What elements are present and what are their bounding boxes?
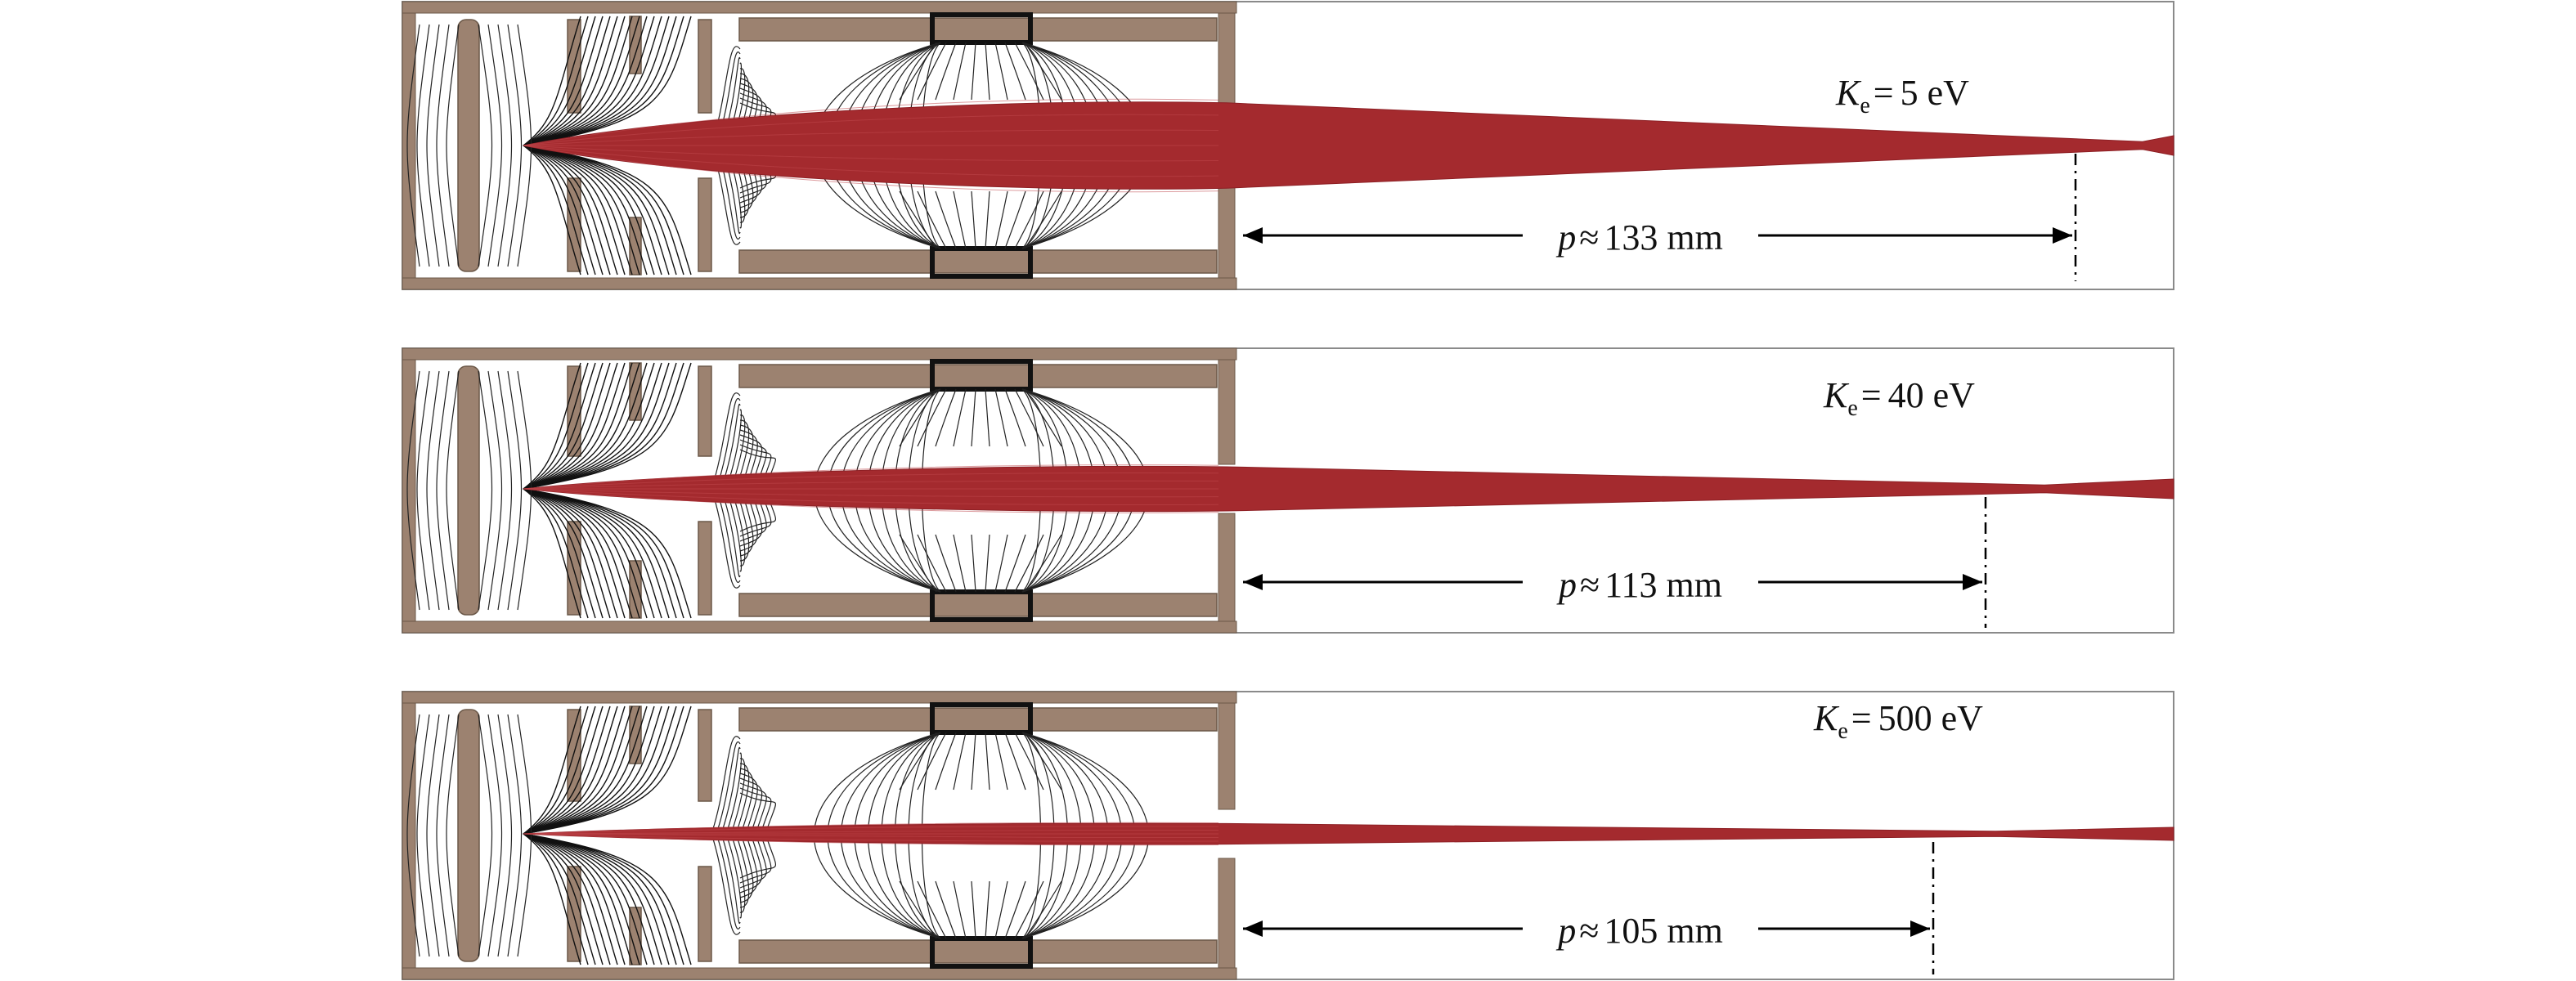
energy-value: 5 eV (1901, 73, 1970, 113)
electron-beam (523, 464, 2174, 513)
panel-1: p≈133 mm Ke=5 eV (402, 1, 2174, 290)
arrowhead-right (1963, 574, 1982, 590)
focal-distance-symbol: p (1555, 911, 1576, 951)
focal-distance-value: 133 mm (1604, 217, 1722, 258)
arrowhead-right (2053, 227, 2072, 244)
electrodes (457, 12, 1218, 279)
energy-equals: = (1874, 73, 1894, 113)
focal-distance-marker: p≈133 mm (1243, 154, 2077, 281)
energy-value: 40 eV (1888, 375, 1976, 415)
housing-walls (402, 691, 1237, 980)
focal-distance-label: p≈133 mm (1555, 217, 1723, 258)
approx-sign: ≈ (1580, 565, 1600, 605)
approx-sign: ≈ (1579, 911, 1599, 951)
beam-envelope (523, 101, 2174, 190)
energy-subscript: e (1847, 396, 1857, 421)
energy-equals: = (1851, 698, 1872, 738)
focal-distance-value: 105 mm (1604, 911, 1722, 951)
energy-symbol: K (1835, 73, 1862, 113)
arrowhead-left (1243, 574, 1263, 590)
kinetic-energy-label: Ke=500 eV (1813, 698, 1983, 744)
electron-beam (523, 822, 2174, 846)
arrowhead-left (1243, 227, 1263, 244)
approx-sign: ≈ (1579, 217, 1599, 258)
energy-equals: = (1861, 375, 1882, 415)
arrowhead-left (1243, 921, 1263, 937)
electrodes (457, 702, 1218, 969)
housing-walls (402, 347, 1237, 634)
arrowhead-right (1910, 921, 1930, 937)
electrodes (457, 359, 1218, 622)
focal-distance-marker: p≈113 mm (1243, 497, 1987, 628)
kinetic-energy-label: Ke=40 eV (1823, 375, 1975, 421)
focal-distance-symbol: p (1556, 565, 1577, 605)
electron-beam (523, 98, 2174, 193)
focal-distance-label: p≈113 mm (1556, 565, 1722, 605)
energy-symbol: K (1823, 375, 1850, 415)
panel-2: p≈113 mm Ke=40 eV (402, 347, 2174, 634)
focal-distance-label: p≈105 mm (1555, 911, 1723, 951)
focal-distance-value: 113 mm (1604, 565, 1722, 605)
energy-symbol: K (1813, 698, 1840, 738)
energy-subscript: e (1860, 93, 1869, 119)
kinetic-energy-label: Ke=5 eV (1835, 73, 1969, 119)
energy-value: 500 eV (1878, 698, 1984, 738)
focal-distance-symbol: p (1555, 217, 1576, 258)
energy-subscript: e (1838, 719, 1847, 744)
focal-distance-marker: p≈105 mm (1243, 842, 1935, 974)
beam-envelope (523, 465, 2174, 513)
housing-walls (402, 1, 1237, 290)
panel-3: p≈105 mm Ke=500 eV (402, 691, 2174, 980)
